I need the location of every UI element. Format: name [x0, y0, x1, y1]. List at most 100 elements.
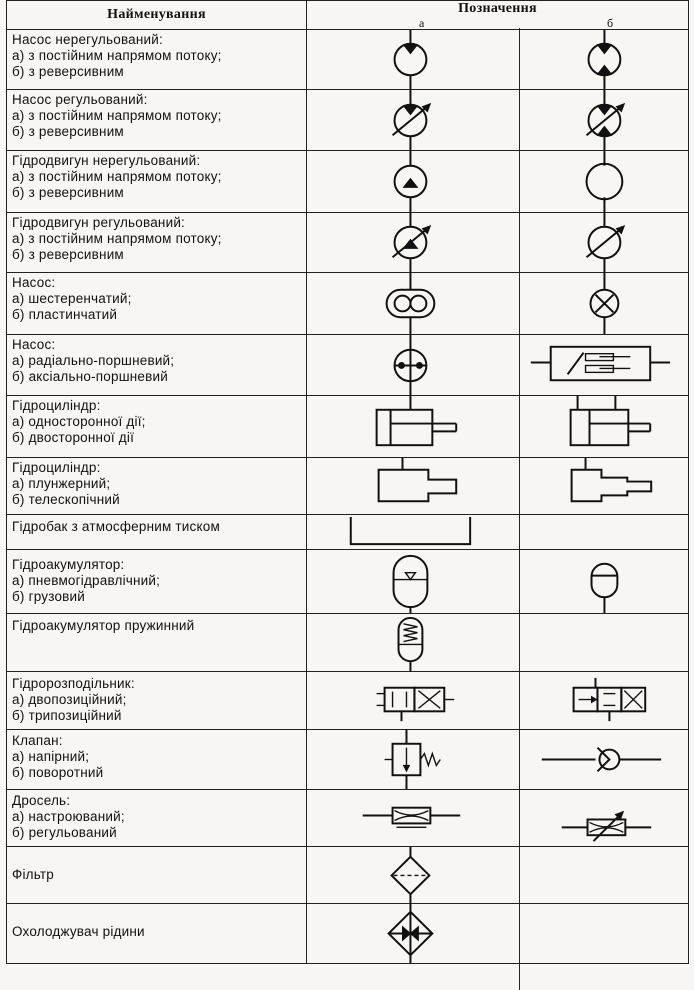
row-name-line: Гідродвигун регульований: [12, 215, 186, 230]
table-row: Гідроакумулятор пружинний [6, 613, 689, 672]
row-name-line: а) з постійним напрямом потоку; [12, 231, 222, 246]
table-row: Гідродвигун регульований:а) з постійним … [6, 212, 689, 273]
row-symbols [306, 903, 689, 964]
row-name: Гідророзподільник:а) двопозиційний;б) тр… [6, 671, 307, 730]
row-name-line: б) пластинчатий [12, 307, 118, 322]
accumulator-weight-icon [590, 562, 619, 613]
row-name: Насос:а) радіально-поршневий;б) аксіальн… [6, 334, 307, 396]
row-name-line: Фільтр [12, 867, 55, 882]
row-name-line: а) настроюваний; [12, 809, 125, 824]
row-name-line: Дросель: [12, 793, 71, 808]
row-symbols [306, 150, 689, 213]
header-symbol-label: Позначення [458, 1, 537, 16]
table-row: Насос:а) радіально-поршневий;б) аксіальн… [6, 334, 689, 396]
row-name-line: б) грузовий [12, 589, 86, 604]
pressure-valve-icon [384, 730, 441, 789]
row-name-line: а) напірний; [12, 749, 90, 764]
row-name: Фільтр [6, 846, 307, 904]
row-name-line: а) з постійним напрямом потоку; [12, 48, 222, 63]
row-symbols [306, 272, 689, 335]
table-row: Фільтр [6, 846, 689, 904]
row-name-line: Насос нерегульований: [12, 32, 163, 47]
pump-fixed-unidirectional-icon [393, 30, 428, 89]
row-name: Дросель:а) настроюваний;б) регульований [6, 789, 307, 847]
row-name-line: а) односторонної дії; [12, 414, 146, 429]
row-name-line: а) з постійним напрямом потоку; [12, 108, 222, 123]
row-symbols [306, 549, 689, 614]
valve-2-position-icon [376, 686, 455, 722]
row-name: Гідроциліндр:а) односторонної дії;б) дво… [6, 395, 307, 458]
row-symbols [306, 334, 689, 396]
row-name-line: Насос: [12, 275, 56, 290]
row-name: Гідроакумулятор:а) пневмогідравлічний;б)… [6, 549, 307, 614]
cylinder-single-acting-icon [375, 396, 458, 447]
row-symbols [306, 514, 689, 550]
row-symbols [306, 395, 689, 458]
row-symbols [306, 89, 689, 151]
row-symbols [306, 789, 689, 847]
gear-pump-icon [385, 273, 436, 334]
accumulator-spring-icon [397, 616, 424, 671]
row-name: Гідроциліндр:а) плунжерний;б) телескопіч… [6, 457, 307, 515]
row-symbols [306, 671, 689, 730]
row-name-line: а) плунжерний; [12, 476, 111, 491]
table-row: Насос:а) шестеренчатий;б) пластинчатий [6, 272, 689, 335]
row-symbols [306, 29, 689, 90]
subheader-b: б [607, 16, 614, 30]
header-name: Найменування [6, 0, 307, 30]
row-symbols [306, 613, 689, 672]
cylinder-double-acting-icon [569, 396, 652, 447]
row-name-line: б) аксіально-поршневий [12, 369, 168, 384]
row-name-line: а) з постійним напрямом потоку; [12, 169, 222, 184]
tank-icon [349, 516, 472, 546]
row-name-line: б) трипозиційний [12, 708, 122, 723]
row-name: Гідроакумулятор пружинний [6, 613, 307, 672]
table-row: Насос нерегульований:а) з постійним напр… [6, 29, 689, 90]
row-name-line: б) з реверсивним [12, 124, 124, 139]
axial-piston-pump-icon [530, 345, 671, 382]
row-name-line: а) радіально-поршневий; [12, 353, 175, 368]
row-name: Гідробак з атмосферним тиском [6, 514, 307, 550]
row-name-line: а) двопозиційний; [12, 692, 127, 707]
table-row: Клапан:а) напірний;б) поворотний [6, 729, 689, 790]
plunger-cylinder-icon [377, 458, 458, 503]
symbol-column-divider [519, 28, 520, 990]
row-name: Гідродвигун регульований:а) з постійним … [6, 212, 307, 273]
pump-fixed-reversible-icon [587, 30, 622, 89]
throttle-adjustable-icon [362, 806, 461, 829]
table-row: Гідроакумулятор:а) пневмогідравлічний;б)… [6, 549, 689, 614]
table-row: Гідроциліндр:а) односторонної дії;б) дво… [6, 395, 689, 458]
row-name-line: б) з реверсивним [12, 247, 124, 262]
row-name: Насос нерегульований:а) з постійним напр… [6, 29, 307, 90]
table-header-row: Найменування Позначення а б [6, 0, 689, 30]
row-name: Насос:а) шестеренчатий;б) пластинчатий [6, 272, 307, 335]
row-name: Гідродвигун нерегульований:а) з постійни… [6, 150, 307, 213]
table-row: Гідробак з атмосферним тиском [6, 514, 689, 550]
motor-variable-unidirectional-icon [391, 213, 432, 272]
table-row: Гідроциліндр:а) плунжерний;б) телескопіч… [6, 457, 689, 515]
row-name-line: Гідробак з атмосферним тиском [12, 519, 220, 534]
symbols-table: Найменування Позначення а б Насос нерегу… [6, 0, 689, 964]
row-symbols [306, 846, 689, 904]
table-row: Охолоджувач рідини [6, 903, 689, 964]
row-name-line: а) пневмогідравлічний; [12, 573, 161, 588]
row-name-line: б) регульований [12, 825, 117, 840]
table-row: Гідродвигун нерегульований:а) з постійни… [6, 150, 689, 213]
row-name-line: Охолоджувач рідини [12, 924, 145, 939]
pump-variable-unidirectional-icon [391, 90, 432, 150]
row-name-line: а) шестеренчатий; [12, 291, 132, 306]
row-name-line: Гідророзподільник: [12, 676, 135, 691]
row-name-line: Клапан: [12, 733, 63, 748]
row-name: Охолоджувач рідини [6, 903, 307, 964]
row-name-line: Насос регульований: [12, 92, 148, 107]
table-row: Дросель:а) настроюваний;б) регульований [6, 789, 689, 847]
row-name-line: Гідродвигун нерегульований: [12, 153, 201, 168]
row-name-line: б) двосторонної дії [12, 430, 135, 445]
check-valve-icon [541, 747, 662, 772]
row-name-line: б) поворотний [12, 765, 104, 780]
row-name: Клапан:а) напірний;б) поворотний [6, 729, 307, 790]
row-name-line: б) з реверсивним [12, 64, 124, 79]
subheader-a: а [419, 16, 425, 30]
row-name-line: б) з реверсивним [12, 185, 124, 200]
table-row: Насос регульований:а) з постійним напрям… [6, 89, 689, 151]
